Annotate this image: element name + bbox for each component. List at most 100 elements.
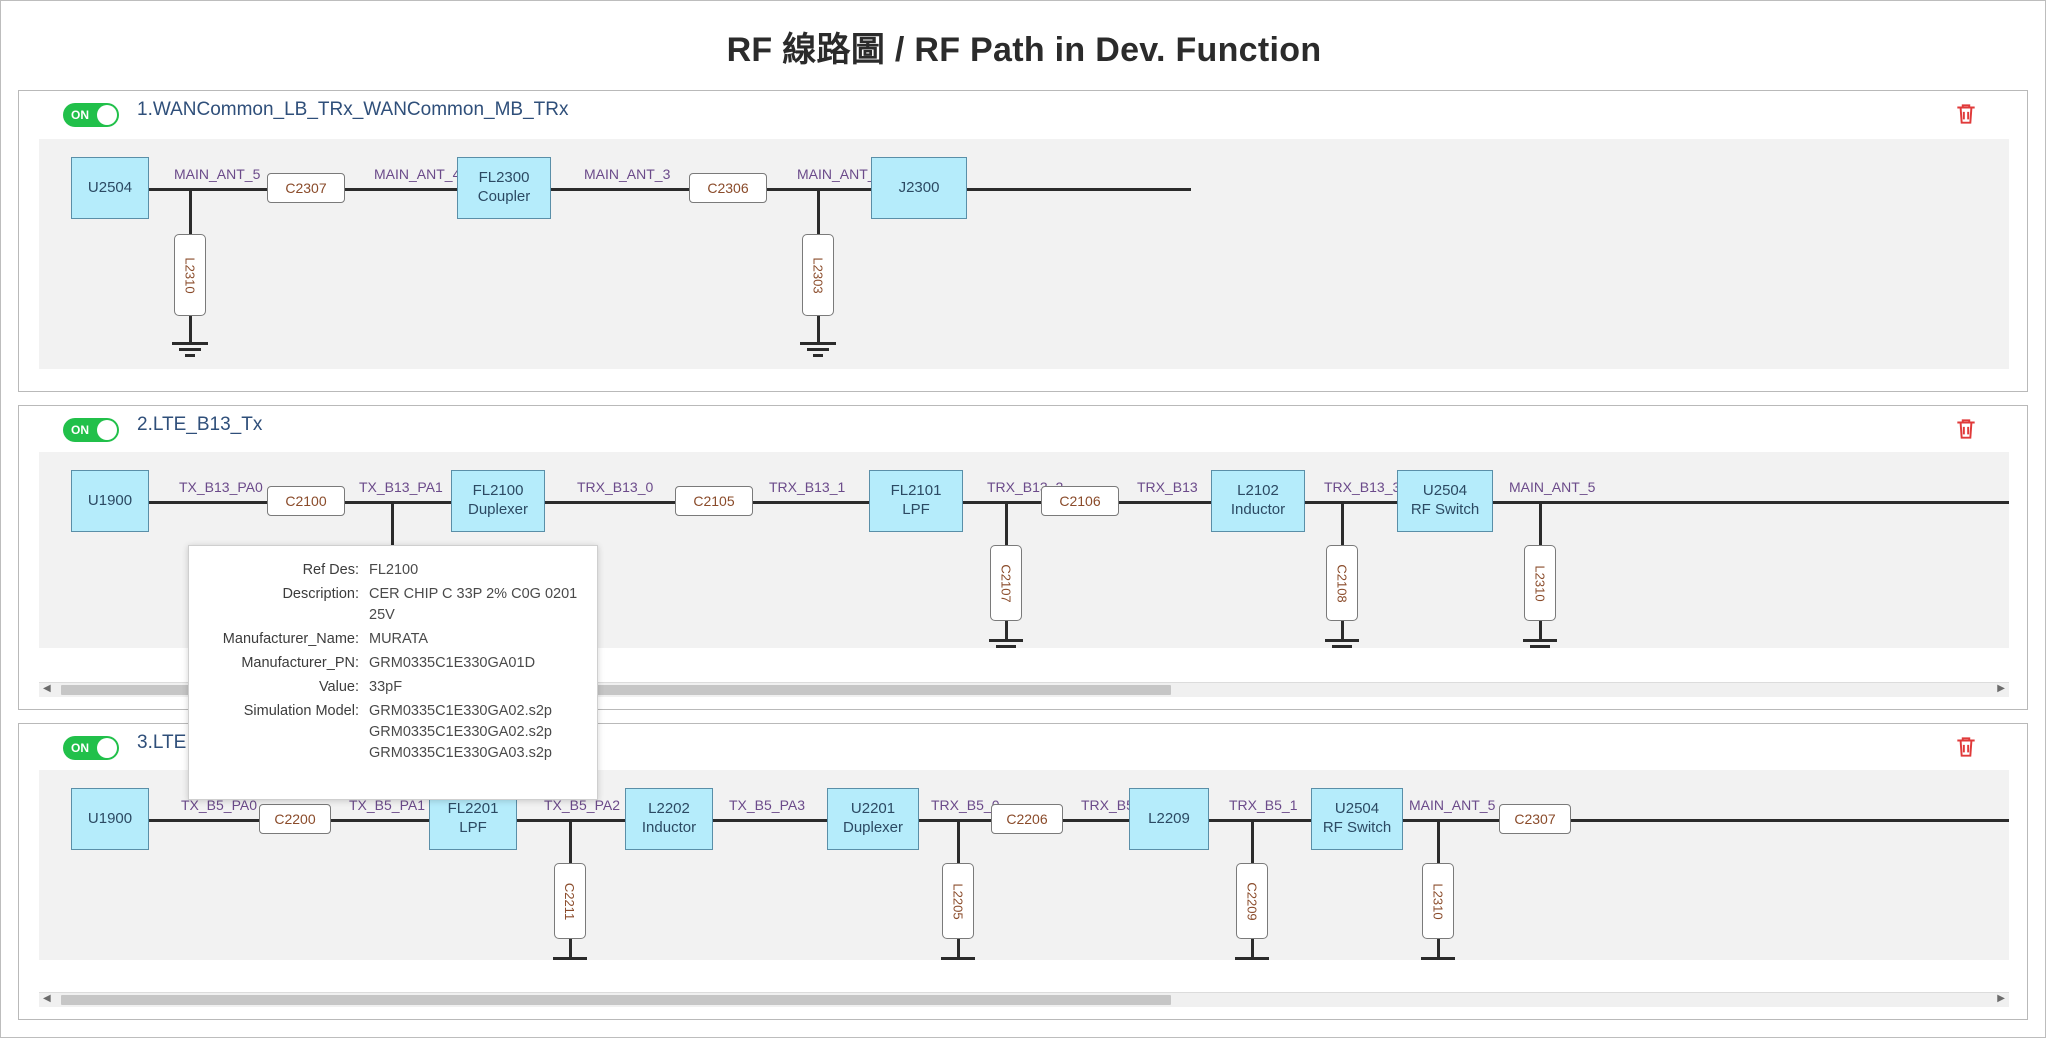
block-sublabel: LPF bbox=[459, 819, 487, 836]
tooltip-key: Ref Des: bbox=[302, 562, 359, 578]
block-l2202[interactable]: L2202 Inductor bbox=[625, 788, 713, 850]
scroll-right-arrow[interactable]: ▶ bbox=[1997, 993, 2005, 1004]
block-fl2101[interactable]: FL2101 LPF bbox=[869, 470, 963, 532]
horizontal-scrollbar-3[interactable]: ◀ ▶ bbox=[39, 992, 2009, 1007]
block-l2102[interactable]: L2102 Inductor bbox=[1211, 470, 1305, 532]
delete-button-section-3[interactable] bbox=[1953, 734, 1979, 760]
block-sublabel: LPF bbox=[902, 501, 930, 518]
section-header-3: ON 3.LTE bbox=[19, 724, 2027, 768]
net-label: TX_B5_PA2 bbox=[544, 797, 621, 813]
net-label: TX_B5_PA1 bbox=[349, 797, 426, 813]
component-c2105[interactable]: C2105 bbox=[675, 486, 753, 516]
wire-segment bbox=[957, 939, 960, 957]
component-l2310[interactable]: L2310 bbox=[174, 234, 206, 316]
wire-segment bbox=[1341, 501, 1344, 545]
component-details-tooltip: Ref Des: FL2100 Description: CER CHIP C … bbox=[188, 545, 598, 800]
wire-segment bbox=[569, 819, 572, 863]
block-u1900[interactable]: U1900 bbox=[71, 470, 149, 532]
component-label: C2200 bbox=[274, 811, 316, 827]
tooltip-value-line: FL2100 bbox=[369, 562, 419, 578]
scrollbar-thumb[interactable] bbox=[61, 685, 1171, 695]
block-label: L2209 bbox=[1148, 809, 1190, 827]
tooltip-row: Value: 33pF bbox=[199, 677, 581, 698]
block-fl2300[interactable]: FL2300 Coupler bbox=[457, 157, 551, 219]
component-c2209[interactable]: C2209 bbox=[1236, 863, 1268, 939]
block-j2300[interactable]: J2300 bbox=[871, 157, 967, 219]
toggle-on-label: ON bbox=[71, 423, 89, 437]
component-l2310[interactable]: L2310 bbox=[1524, 545, 1556, 621]
component-label: C2306 bbox=[707, 180, 749, 196]
wire-segment bbox=[1437, 939, 1440, 957]
toggle-switch-section-2[interactable]: ON bbox=[63, 418, 119, 442]
net-label: TRX_B5 bbox=[1081, 797, 1134, 813]
component-c2307[interactable]: C2307 bbox=[267, 173, 345, 203]
scroll-left-arrow[interactable]: ◀ bbox=[43, 993, 51, 1004]
component-label: C2209 bbox=[1244, 881, 1260, 921]
tooltip-row: Description: CER CHIP C 33P 2% C0G 0201 … bbox=[199, 584, 581, 626]
wire-segment bbox=[189, 188, 192, 234]
block-label: FL2101 bbox=[890, 482, 942, 500]
tooltip-value-line: CER CHIP C 33P 2% C0G 0201 bbox=[369, 586, 578, 603]
wire-segment bbox=[1005, 501, 1008, 545]
component-c2306[interactable]: C2306 bbox=[689, 173, 767, 203]
section-title-2: 2.LTE_B13_Tx bbox=[137, 414, 263, 435]
block-u2201[interactable]: U2201 Duplexer bbox=[827, 788, 919, 850]
tooltip-key: Value: bbox=[318, 679, 359, 696]
component-label: C2105 bbox=[693, 493, 735, 509]
block-label: U2504 bbox=[1334, 800, 1380, 818]
block-label: U2201 bbox=[850, 800, 896, 818]
component-c2107[interactable]: C2107 bbox=[990, 545, 1022, 621]
block-sublabel: Inductor bbox=[1230, 501, 1286, 518]
toggle-switch-section-1[interactable]: ON bbox=[63, 103, 119, 127]
toggle-switch-section-3[interactable]: ON bbox=[63, 736, 119, 760]
block-label: U1900 bbox=[87, 491, 133, 509]
scroll-right-arrow[interactable]: ▶ bbox=[1997, 683, 2005, 694]
wire-segment bbox=[957, 819, 960, 863]
component-label: C2107 bbox=[998, 563, 1014, 603]
net-label: TRX_B13_3 bbox=[1324, 479, 1401, 495]
tooltip-value-line: GRM0335C1E330GA01D bbox=[369, 655, 536, 672]
component-c2211[interactable]: C2211 bbox=[554, 863, 586, 939]
component-l2205[interactable]: L2205 bbox=[942, 863, 974, 939]
diagram-canvas-1[interactable]: U2504 MAIN_ANT_5 C2307 MAIN_ANT_4 L2310 … bbox=[39, 139, 2009, 369]
component-c2106[interactable]: C2106 bbox=[1041, 486, 1119, 516]
tooltip-value: 33pF bbox=[369, 677, 581, 698]
wire-segment bbox=[817, 188, 820, 234]
block-label: J2300 bbox=[898, 178, 940, 196]
wire-segment bbox=[1437, 819, 1440, 863]
component-c2206[interactable]: C2206 bbox=[991, 804, 1063, 834]
net-label: MAIN_ANT_4 bbox=[374, 166, 461, 182]
delete-button-section-1[interactable] bbox=[1953, 101, 1979, 127]
wire-segment bbox=[131, 819, 2009, 822]
net-label: TRX_B5_1 bbox=[1229, 797, 1298, 813]
scrollbar-thumb[interactable] bbox=[61, 995, 1171, 1005]
toggle-on-label: ON bbox=[71, 108, 89, 122]
block-u1900[interactable]: U1900 bbox=[71, 788, 149, 850]
scroll-left-arrow[interactable]: ◀ bbox=[43, 683, 51, 694]
block-u2504[interactable]: U2504 RF Switch bbox=[1397, 470, 1493, 532]
block-label: FL2201 bbox=[447, 800, 499, 818]
block-sublabel: RF Switch bbox=[1410, 501, 1480, 518]
net-label: TRX_B13 bbox=[1137, 479, 1198, 495]
wire-segment bbox=[131, 188, 1191, 191]
net-label: TRX_B13_0 bbox=[577, 479, 654, 495]
net-label: MAIN_ANT_5 bbox=[1509, 479, 1596, 495]
component-c2200[interactable]: C2200 bbox=[259, 804, 331, 834]
tooltip-key: Manufacturer_PN: bbox=[241, 655, 359, 672]
tooltip-row: Manufacturer_PN: GRM0335C1E330GA01D bbox=[199, 653, 581, 674]
wire-segment bbox=[1341, 621, 1344, 639]
diagram-canvas-3[interactable]: U1900 TX_B5_PA0 C2200 TX_B5_PA1 FL2201 L… bbox=[39, 770, 2009, 960]
component-c2307[interactable]: C2307 bbox=[1499, 804, 1571, 834]
component-label: L2310 bbox=[1430, 882, 1446, 920]
tooltip-value-line: 33pF bbox=[369, 679, 403, 696]
delete-button-section-2[interactable] bbox=[1953, 416, 1979, 442]
block-u2504[interactable]: U2504 RF Switch bbox=[1311, 788, 1403, 850]
component-c2108[interactable]: C2108 bbox=[1326, 545, 1358, 621]
component-l2303[interactable]: L2303 bbox=[802, 234, 834, 316]
component-c2100[interactable]: C2100 bbox=[267, 486, 345, 516]
block-u2504[interactable]: U2504 bbox=[71, 157, 149, 219]
block-fl2100[interactable]: FL2100 Duplexer bbox=[451, 470, 545, 532]
block-l2209[interactable]: L2209 bbox=[1129, 788, 1209, 850]
block-sublabel: Inductor bbox=[641, 819, 697, 836]
component-l2310[interactable]: L2310 bbox=[1422, 863, 1454, 939]
